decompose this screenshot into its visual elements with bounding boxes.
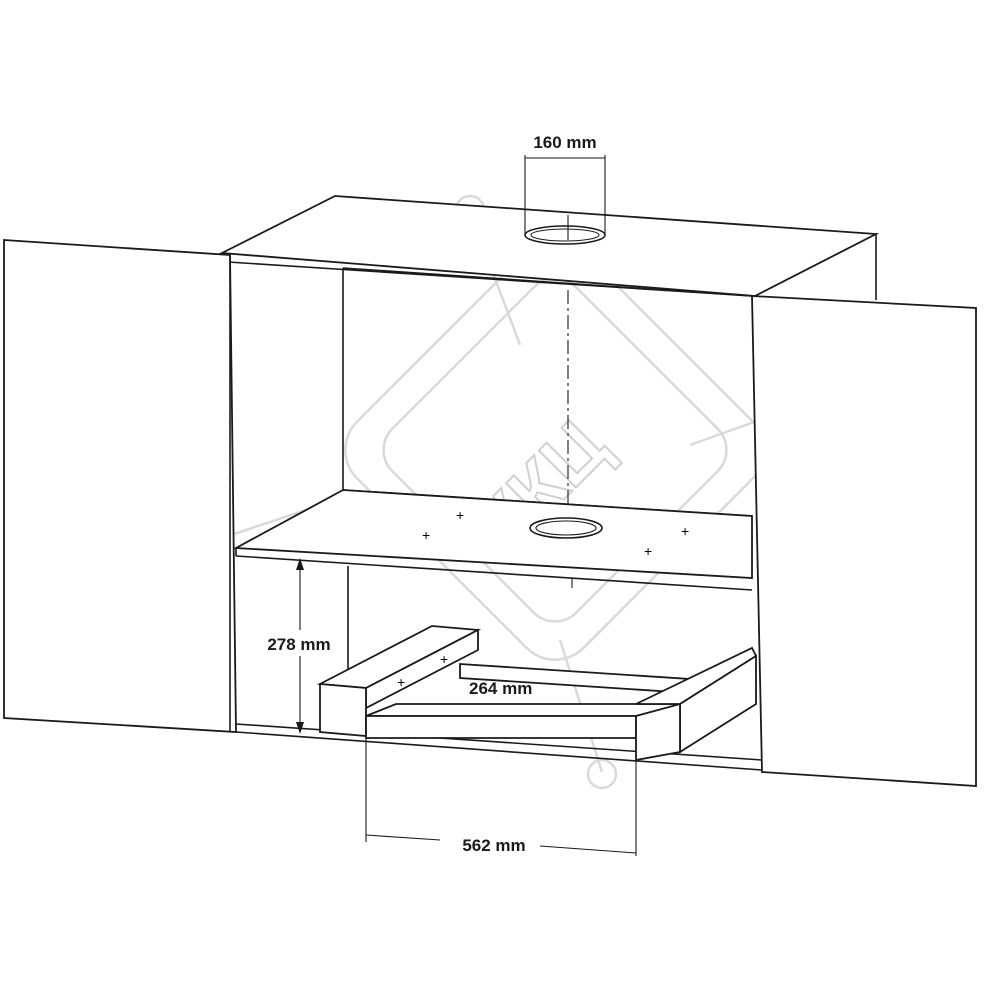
dimension-depth: 264 mm bbox=[469, 679, 532, 698]
left-rail: + + bbox=[316, 625, 482, 737]
duct-diameter-label: 160 mm bbox=[533, 133, 596, 152]
mount-mark: + bbox=[681, 523, 689, 539]
dimension-width: 562 mm bbox=[365, 738, 637, 856]
dimension-height: 278 mm bbox=[256, 558, 342, 734]
mount-mark: + bbox=[456, 507, 464, 523]
width-label: 562 mm bbox=[462, 836, 525, 855]
depth-label: 264 mm bbox=[469, 679, 532, 698]
height-label: 278 mm bbox=[267, 635, 330, 654]
mount-mark: + bbox=[422, 527, 430, 543]
cabinet-top bbox=[218, 195, 880, 300]
dimension-duct: 160 mm bbox=[533, 133, 596, 152]
side-panels bbox=[3, 239, 977, 787]
duct-outlet bbox=[524, 155, 606, 245]
middle-shelf: + + + + bbox=[232, 489, 753, 591]
front-rail bbox=[365, 646, 758, 762]
mount-mark: + bbox=[644, 543, 652, 559]
mount-mark: + bbox=[397, 674, 405, 690]
mount-mark: + bbox=[440, 651, 448, 667]
